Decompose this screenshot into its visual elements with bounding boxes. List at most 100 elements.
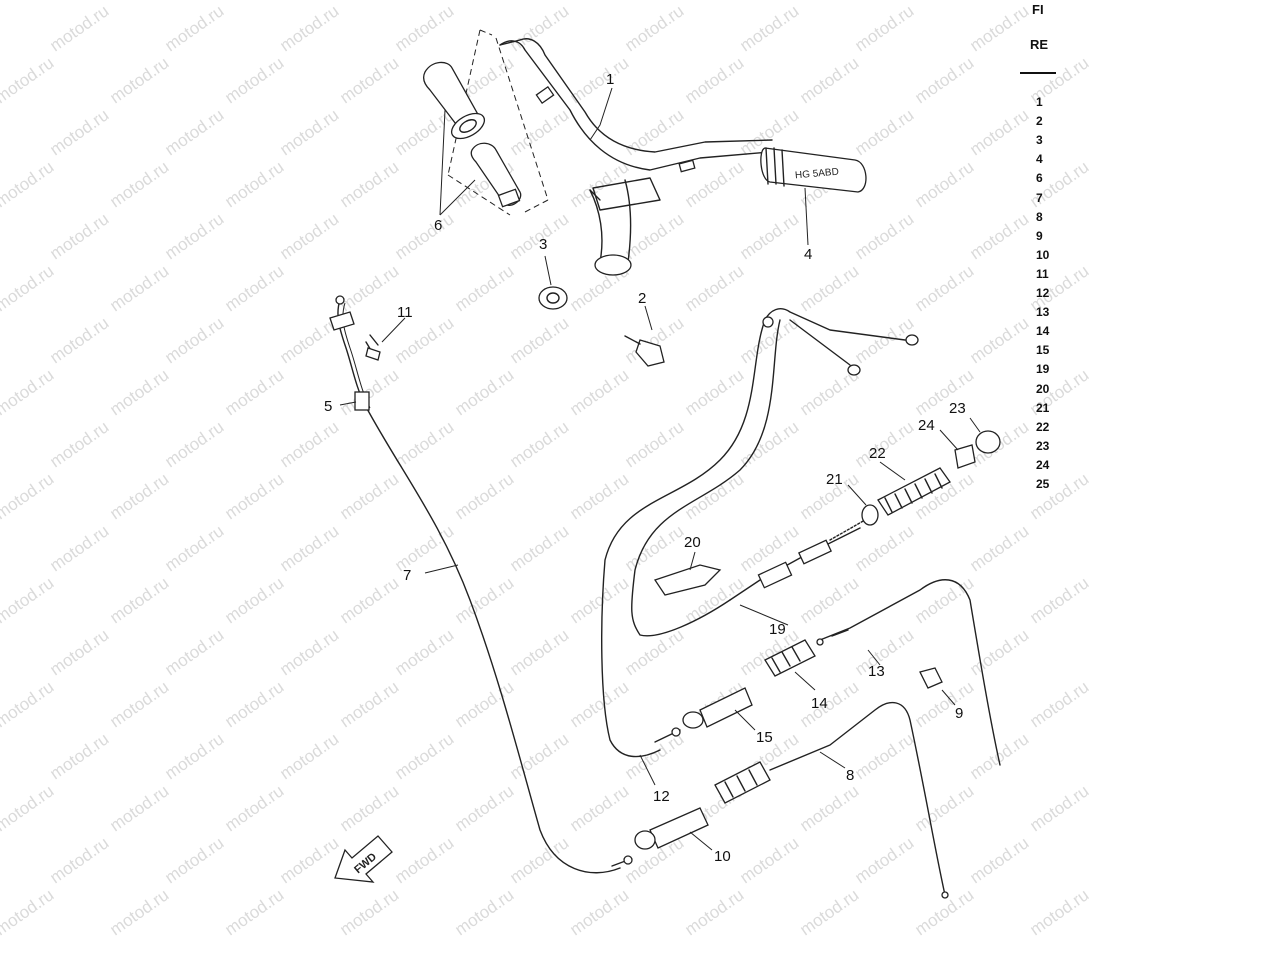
- watermark-text: motod.ru: [566, 469, 632, 523]
- watermark-text: motod.ru: [161, 1, 227, 55]
- watermark-text: motod.ru: [46, 313, 112, 367]
- watermark-text: motod.ru: [911, 365, 977, 419]
- part-label-11: 11: [397, 304, 413, 321]
- ref-number: 24: [1036, 457, 1050, 472]
- part-label-12: 12: [653, 788, 670, 805]
- watermark-text: motod.ru: [336, 885, 402, 939]
- ref-number: 4: [1036, 152, 1043, 167]
- watermark-text: motod.ru: [221, 573, 287, 627]
- watermark-text: motod.ru: [796, 53, 862, 107]
- watermark-text: motod.ru: [851, 729, 917, 783]
- watermark-text: motod.ru: [221, 261, 287, 315]
- ref-number: 6: [1036, 171, 1043, 186]
- watermark-text: motod.ru: [46, 1, 112, 55]
- svg-text:HG 5ABD: HG 5ABD: [795, 167, 840, 182]
- watermark-text: motod.ru: [221, 885, 287, 939]
- ref-rule: [1020, 72, 1056, 74]
- watermark-text: motod.ru: [451, 885, 517, 939]
- part-label-7: 7: [403, 567, 411, 584]
- watermark-text: motod.ru: [0, 469, 57, 523]
- watermark-text: motod.ru: [161, 729, 227, 783]
- part-label-6: 6: [434, 217, 442, 234]
- watermark-text: motod.ru: [566, 157, 632, 211]
- watermark-text: motod.ru: [621, 105, 687, 159]
- ref-number: 12: [1036, 286, 1050, 300]
- watermark-text: motod.ru: [566, 0, 632, 3]
- ref-number: 2: [1036, 114, 1043, 129]
- watermark-text: motod.ru: [276, 729, 342, 783]
- part-label-14: 14: [811, 695, 828, 712]
- watermark-text: motod.ru: [0, 573, 57, 627]
- watermark-text: motod.ru: [506, 521, 572, 575]
- nut-and-bolt: [538, 255, 665, 367]
- watermark-text: motod.ru: [796, 781, 862, 835]
- watermark-text: motod.ru: [736, 1, 802, 55]
- watermark-text: motod.ru: [796, 677, 862, 731]
- watermark-text: motod.ru: [106, 157, 172, 211]
- ref-number: 11: [1036, 266, 1049, 281]
- watermark-text: motod.ru: [681, 365, 747, 419]
- watermark-text: motod.ru: [911, 781, 977, 835]
- watermark-text: motod.ru: [851, 105, 917, 159]
- watermark-text: motod.ru: [276, 209, 342, 263]
- watermark-text: motod.ru: [851, 209, 917, 263]
- ref-header-ref: RE: [1030, 37, 1049, 52]
- watermark-text: motod.ru: [46, 729, 112, 783]
- watermark-text: motod.ru: [451, 781, 517, 835]
- watermark-text: motod.ru: [336, 0, 402, 3]
- watermark-text: motod.ru: [46, 417, 112, 471]
- watermark-text: motod.ru: [451, 365, 517, 419]
- part-label-9: 9: [955, 705, 963, 722]
- ref-number: 25: [1036, 477, 1050, 491]
- ref-number: 15: [1036, 343, 1050, 358]
- watermark-text: motod.ru: [566, 781, 632, 835]
- watermark-text: motod.ru: [911, 157, 977, 211]
- fwd-arrow-badge: FWD: [334, 835, 393, 883]
- watermark-text: motod.ru: [681, 261, 747, 315]
- watermark-text: motod.ru: [566, 885, 632, 939]
- watermark-text: motod.ru: [621, 521, 687, 575]
- part-label-13: 13: [868, 663, 885, 680]
- watermark-text: motod.ru: [506, 729, 572, 783]
- watermark-text: motod.ru: [336, 261, 402, 315]
- watermark-text: motod.ru: [221, 469, 287, 523]
- ref-number: 14: [1036, 324, 1050, 339]
- watermark-text: motod.ru: [276, 521, 342, 575]
- watermark-text: motod.ru: [336, 677, 402, 731]
- watermark-text: motod.ru: [106, 885, 172, 939]
- watermark-text: motod.ru: [336, 157, 402, 211]
- watermark-text: motod.ru: [621, 417, 687, 471]
- part-label-22: 22: [869, 445, 886, 462]
- watermark-text: motod.ru: [221, 677, 287, 731]
- watermark-text: motod.ru: [0, 261, 57, 315]
- watermark-text: motod.ru: [336, 573, 402, 627]
- watermark-text: motod.ru: [681, 53, 747, 107]
- watermark-text: motod.ru: [221, 0, 287, 3]
- watermark-text: motod.ru: [336, 781, 402, 835]
- watermark-text: motod.ru: [391, 729, 457, 783]
- part-label-5: 5: [324, 398, 332, 415]
- watermark-text: motod.ru: [106, 365, 172, 419]
- part-label-4: 4: [804, 246, 812, 263]
- watermark-text: motod.ru: [106, 53, 172, 107]
- watermark-text: motod.ru: [276, 1, 342, 55]
- ref-number: 9: [1036, 228, 1043, 243]
- watermark-text: motod.ru: [0, 781, 57, 835]
- watermark-text: motod.ru: [566, 677, 632, 731]
- watermark-text: motod.ru: [161, 105, 227, 159]
- watermark-text: motod.ru: [506, 1, 572, 55]
- watermark-text: motod.ru: [506, 313, 572, 367]
- watermark-text: motod.ru: [851, 521, 917, 575]
- watermark-text: motod.ru: [0, 677, 57, 731]
- ref-number: 8: [1036, 209, 1043, 224]
- watermark-text: motod.ru: [0, 885, 57, 939]
- watermark-text: motod.ru: [736, 521, 802, 575]
- watermark-text: motod.ru: [391, 417, 457, 471]
- watermark-text: motod.ru: [106, 573, 172, 627]
- watermark-text: motod.ru: [796, 261, 862, 315]
- watermark-text: motod.ru: [106, 261, 172, 315]
- watermark-text: motod.ru: [161, 625, 227, 679]
